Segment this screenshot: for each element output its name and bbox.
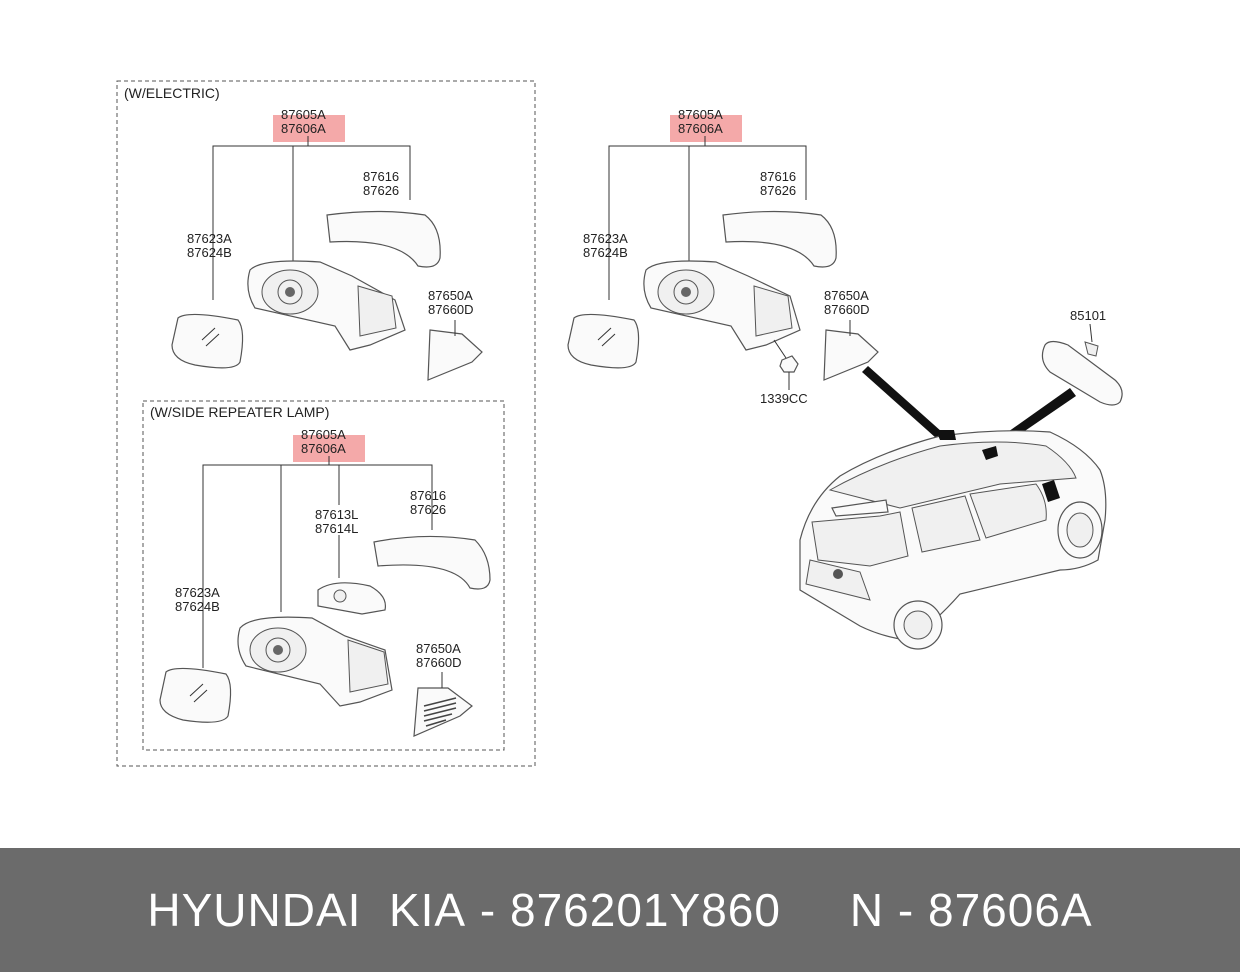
- repeater-glass: [159, 667, 232, 723]
- banner-n-value: 87606A: [927, 884, 1093, 936]
- mirror-cover: [326, 210, 441, 268]
- label-87623A: 87623A: [187, 231, 232, 246]
- label-87623A-repeater: 87623A: [175, 585, 220, 600]
- banner-separator-2: -: [884, 884, 928, 936]
- banner-separator-1: -: [466, 884, 511, 936]
- nut-1339CC: [779, 355, 799, 373]
- electric-assembly: 87605A 87606A 87616 87626 87623A 87624B …: [171, 107, 483, 381]
- label-87660D: 87660D: [428, 302, 474, 317]
- repeater-group-box: [142, 400, 505, 751]
- arrow-to-door-mirror: [862, 366, 942, 438]
- right-mirror-garnish: [823, 329, 879, 381]
- highlight-87606A: [273, 115, 345, 142]
- label-87650A-repeater: 87650A: [416, 641, 461, 656]
- label-87626: 87626: [363, 183, 399, 198]
- banner-gap: [781, 883, 850, 937]
- label-87624B-right: 87624B: [583, 245, 628, 260]
- label-85101: 85101: [1070, 308, 1106, 323]
- repeater-lamp: [317, 582, 387, 615]
- electric-group-box: [116, 80, 536, 767]
- mirror-glass: [171, 313, 244, 369]
- right-mirror-cover: [722, 210, 837, 268]
- label-87613L: 87613L: [315, 507, 358, 522]
- label-87605A: 87605A: [281, 107, 326, 122]
- label-87606A-right: 87606A: [678, 121, 723, 136]
- banner-n-label: N: [849, 884, 885, 936]
- label-87616: 87616: [363, 169, 399, 184]
- label-1339CC: 1339CC: [760, 391, 808, 406]
- label-87606A-repeater: 87606A: [301, 441, 346, 456]
- label-87605A-repeater: 87605A: [301, 427, 346, 442]
- banner-brand: HYUNDAI KIA: [147, 884, 467, 936]
- banner-part-number: 876201Y860: [510, 884, 781, 936]
- label-87623A-right: 87623A: [583, 231, 628, 246]
- repeater-cover: [373, 535, 491, 590]
- label-87650A: 87650A: [428, 288, 473, 303]
- label-87660D-right: 87660D: [824, 302, 870, 317]
- label-87605A-right: 87605A: [678, 107, 723, 122]
- vehicle-illustration: [799, 366, 1107, 650]
- electric-group-label: (W/ELECTRIC): [124, 85, 220, 101]
- right-mirror-glass: [567, 313, 640, 369]
- part-number-banner: HYUNDAI KIA - 876201Y860 N - 87606A: [0, 848, 1240, 972]
- label-87616-repeater: 87616: [410, 488, 446, 503]
- label-87606A: 87606A: [281, 121, 326, 136]
- label-87626-right: 87626: [760, 183, 796, 198]
- label-87624B-repeater: 87624B: [175, 599, 220, 614]
- inside-rearview-mirror: [1041, 340, 1123, 406]
- label-87624B: 87624B: [187, 245, 232, 260]
- parts-diagram: (W/ELECTRIC) (W/SIDE REPEATER LAMP) 8760…: [116, 80, 1123, 767]
- highlight-87606A-right: [670, 115, 742, 142]
- label-87614L: 87614L: [315, 521, 358, 536]
- label-87616-right: 87616: [760, 169, 796, 184]
- label-87626-repeater: 87626: [410, 502, 446, 517]
- label-87660D-repeater: 87660D: [416, 655, 462, 670]
- repeater-assembly: 87605A 87606A 87616 87626 87613L 87614L …: [159, 427, 491, 737]
- label-87650A-right: 87650A: [824, 288, 869, 303]
- mirror-garnish: [427, 329, 483, 381]
- manual-assembly: 87605A 87606A 87616 87626 87623A 87624B …: [567, 107, 1123, 406]
- repeater-group-label: (W/SIDE REPEATER LAMP): [150, 404, 329, 420]
